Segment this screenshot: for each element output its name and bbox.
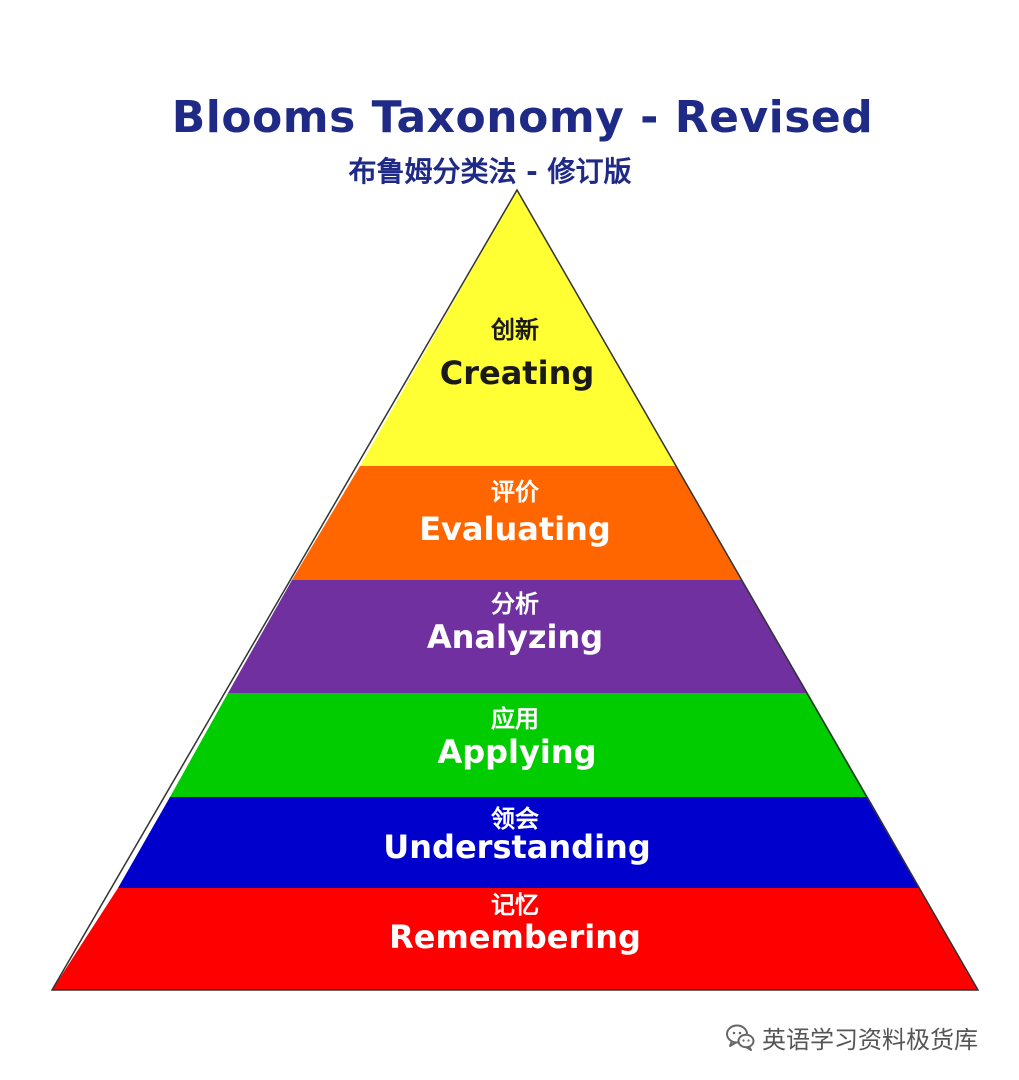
level-creating-zh: 创新 — [490, 316, 539, 344]
level-understanding-en: Understanding — [383, 828, 650, 866]
level-analyzing-en: Analyzing — [427, 618, 603, 656]
diagram-subtitle: 布鲁姆分类法 - 修订版 — [348, 155, 632, 188]
pyramid-labels: 创新 Creating 评价 Evaluating 分析 Analyzing 应… — [383, 316, 650, 956]
level-creating-band — [360, 190, 676, 466]
level-evaluating-band — [292, 466, 742, 580]
pyramid-outline — [50, 188, 980, 991]
level-applying-zh: 应用 — [491, 705, 539, 733]
diagram-title: Blooms Taxonomy - Revised — [171, 92, 874, 143]
level-remembering-band — [52, 888, 978, 990]
level-remembering-en: Remembering — [389, 918, 641, 956]
level-understanding-band — [118, 797, 920, 888]
watermark-text: 英语学习资料极货库 — [762, 1025, 978, 1054]
level-remembering-zh: 记忆 — [491, 891, 539, 919]
watermark: 英语学习资料极货库 — [724, 1020, 1004, 1054]
level-evaluating-en: Evaluating — [419, 510, 611, 548]
level-analyzing-band — [228, 580, 808, 693]
level-analyzing-zh: 分析 — [491, 590, 539, 618]
level-evaluating-zh: 评价 — [491, 478, 540, 506]
level-creating-en: Creating — [440, 354, 595, 392]
wechat-icon — [726, 1024, 755, 1051]
level-applying-band — [170, 693, 868, 797]
pyramid-layers — [52, 190, 978, 990]
level-applying-en: Applying — [437, 733, 596, 771]
level-understanding-zh: 领会 — [491, 805, 539, 833]
